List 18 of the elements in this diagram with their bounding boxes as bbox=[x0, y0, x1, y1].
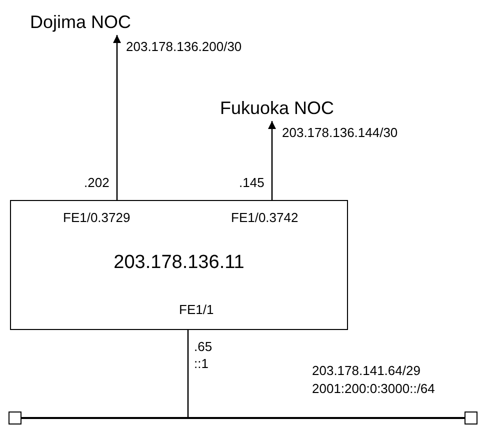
link-line bbox=[187, 330, 189, 417]
router-box bbox=[10, 200, 348, 330]
edge-label: 203.178.136.200/30 bbox=[126, 40, 242, 54]
port-label: FE1/0.3742 bbox=[231, 211, 298, 226]
address-label: .145 bbox=[239, 176, 264, 190]
edge-label: 203.178.136.144/30 bbox=[282, 126, 398, 140]
address-label: .202 bbox=[84, 176, 110, 190]
router-label: 203.178.136.11 bbox=[112, 253, 246, 274]
subnet-label: 2001:200:0:3000::/64 bbox=[312, 382, 435, 396]
arrow bbox=[113, 35, 121, 200]
address-label: .65 bbox=[194, 340, 212, 354]
subnet-label: 203.178.141.64/29 bbox=[312, 364, 420, 378]
arrow bbox=[268, 121, 276, 200]
port-label: FE1/0.3729 bbox=[63, 211, 130, 226]
site-label: Fukuoka NOC bbox=[220, 96, 340, 120]
site-label: Dojima NOC bbox=[30, 10, 150, 34]
port-label: FE1/1 bbox=[179, 303, 214, 318]
address-label: ::1 bbox=[194, 357, 208, 372]
